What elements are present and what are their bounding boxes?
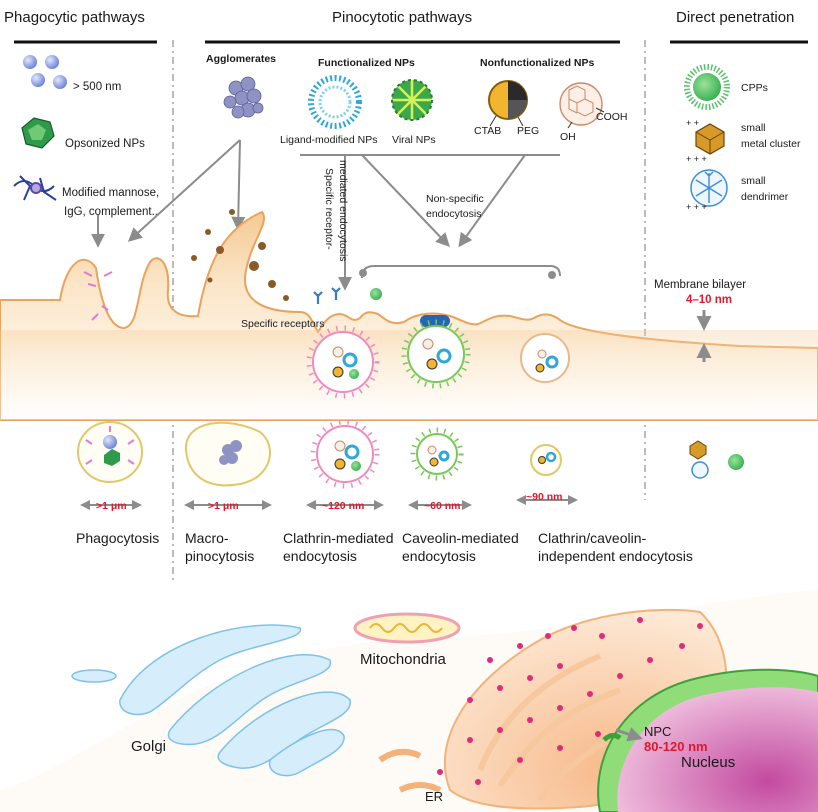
phagosome [77,421,143,483]
penetrated-particles [689,440,744,479]
surface-receptors [313,287,341,304]
size-caveolin: ~60 nm [424,500,460,512]
viral-np-icon [391,79,433,121]
svg-text:+ +: + + [686,118,699,128]
label-opsonized: Opsonized NPs [65,138,145,150]
label-nonspecific-1: Non-specific [426,193,484,205]
size-arrows [80,495,578,510]
label-peg: PEG [517,125,539,137]
caveolin-pit [401,315,471,389]
size-phago: >1 μm [96,500,127,512]
label-metal-1: small [741,122,766,134]
size-macro: >1 μm [208,500,239,512]
size-clathrin: ~120 nm [322,500,364,512]
ligand-modified-np-icon [308,75,362,129]
ribosomes [437,617,703,785]
pathway-macro-2: pinocytosis [185,548,254,564]
npc-arrow [615,727,643,742]
pathway-phagocytosis: Phagocytosis [76,530,159,546]
group-agglomerates: Agglomerates [206,53,276,65]
label-npc-size: 80-120 nm [644,739,708,754]
label-modified-1: Modified mannose, [62,187,159,199]
label-oh: OH [560,131,576,143]
header-direct: Direct penetration [676,9,794,26]
nucleus [597,668,818,812]
label-ctab: CTAB [474,125,501,137]
phagocytic-receptors [83,271,113,321]
label-modified-2: IgG, complement.. [64,206,158,218]
independent-vesicle [530,444,562,476]
mitochondria [353,612,461,644]
metal-cluster-icon: + + + + + [686,118,725,164]
modified-ligand-icon [13,175,57,201]
label-dendrimer-1: small [741,175,766,187]
label-cpps: CPPs [741,82,768,94]
pathway-caveolin-2: endocytosis [402,548,476,564]
macropinosome [184,421,271,487]
caveolin-vesicle [410,427,464,481]
opsonized-np-icon [21,117,55,149]
ctab-peg-np-icon [488,80,528,127]
size-independent: ~90 nm [526,491,562,503]
label-mitochondria: Mitochondria [360,651,447,668]
surface-bound-np [370,288,382,300]
large-particles-icon [23,55,67,89]
label-viral: Viral NPs [392,134,436,146]
label-nucleus: Nucleus [681,754,735,771]
label-cooh: COOH [596,111,628,123]
header-pinocytotic: Pinocytotic pathways [332,9,472,26]
svg-text:+ + +: + + + [686,154,707,164]
label-nonspecific-2: endocytosis [426,208,481,220]
pathway-caveolin-1: Caveolin-mediated [402,530,519,546]
label-membrane-size: 4–10 nm [686,294,732,306]
label-ligand: Ligand-modified NPs [280,134,377,146]
golgi-apparatus [71,624,351,777]
bracket-dot-right [548,271,556,279]
label-specific-2: mediated endocytosis [337,160,349,262]
cpp-icon [684,64,730,110]
svg-text:+ + +: + + + [686,202,707,212]
label-npc: NPC [644,724,671,739]
label-specific-1: Specific receptor- [323,168,335,250]
bracket-dot-left [359,269,367,277]
group-nonfunctionalized: Nonfunctionalized NPs [480,57,594,69]
label-size-500: > 500 nm [73,81,121,93]
group-functionalized: Functionalized NPs [318,57,415,69]
fullerene-np-icon [559,82,605,129]
agglomerate-icon [223,76,264,119]
label-specific-receptors: Specific receptors [241,318,324,330]
macropinocytosis-droplets [191,209,289,301]
pathway-independent-1: Clathrin/caveolin- [538,530,646,546]
pathway-independent-2: independent endocytosis [538,548,693,564]
dendrimer-icon: + + + [686,169,728,212]
pathway-macro-1: Macro- [185,530,229,546]
label-er: ER [425,789,443,804]
pathway-clathrin-2: endocytosis [283,548,357,564]
clathrin-vesicle [310,419,380,489]
label-golgi: Golgi [131,738,166,755]
label-dendrimer-2: dendrimer [741,191,789,203]
clathrin-pit [306,325,380,399]
label-metal-2: metal cluster [741,138,801,150]
pathway-clathrin-1: Clathrin-mediated [283,530,394,546]
label-membrane: Membrane bilayer [654,279,746,291]
independent-pit [520,333,570,383]
header-phagocytic: Phagocytic pathways [4,9,145,26]
